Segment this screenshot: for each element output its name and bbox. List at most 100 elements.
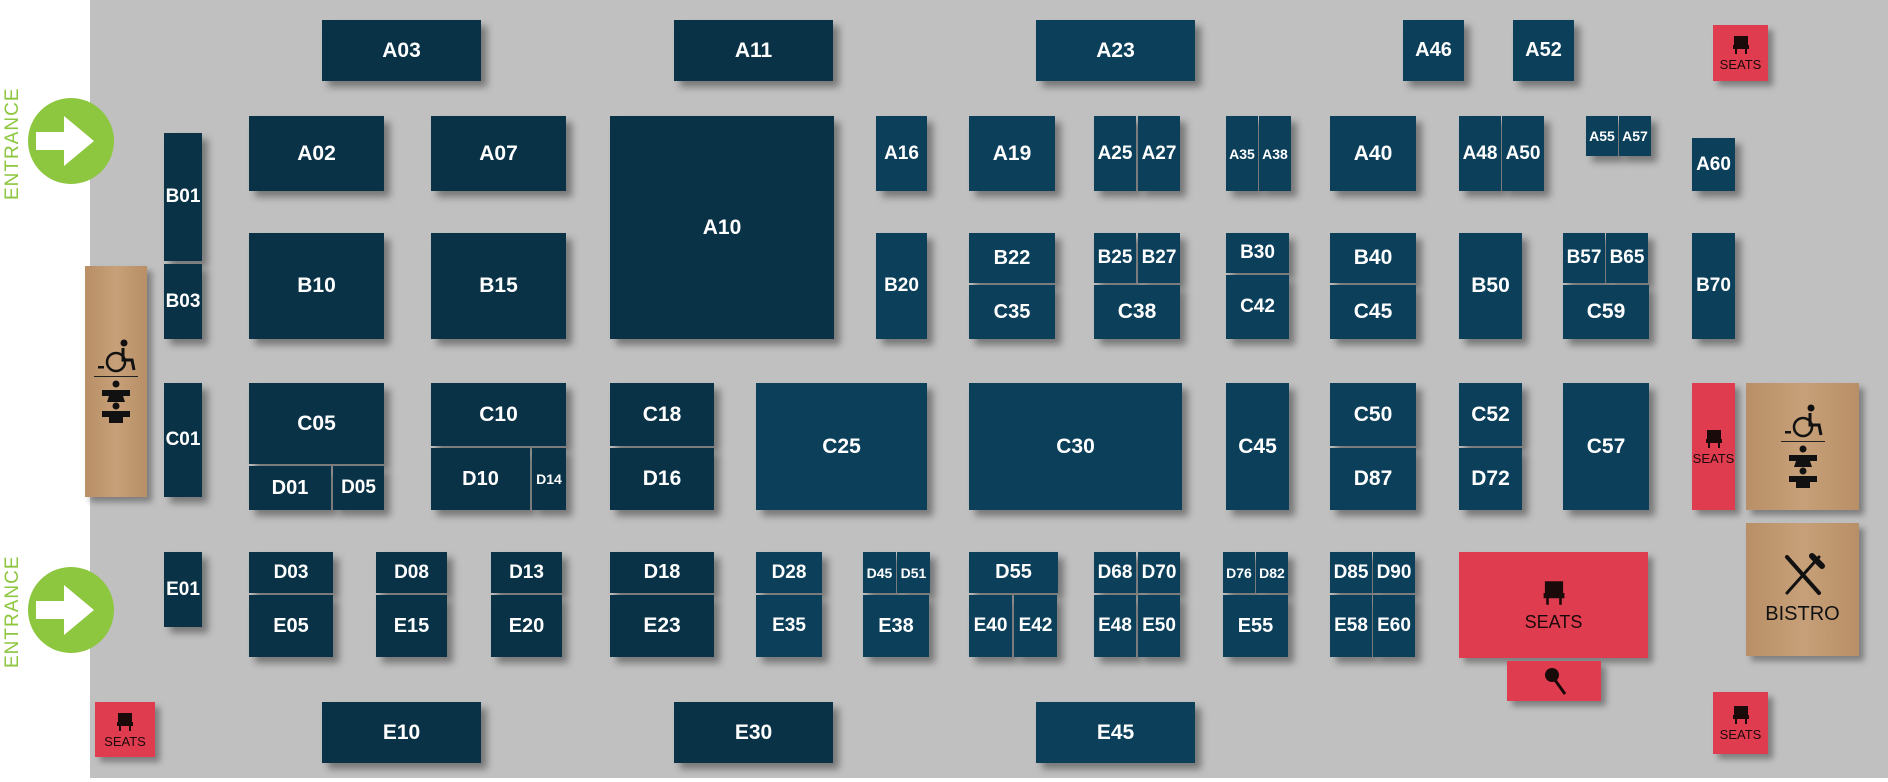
booth-e48[interactable]: E48 (1094, 595, 1136, 657)
booth-a25[interactable]: A25 (1094, 116, 1136, 191)
booth-d28[interactable]: D28 (756, 552, 822, 593)
entrance-arrow-icon[interactable] (28, 567, 114, 653)
booth-a52[interactable]: A52 (1513, 20, 1574, 81)
booth-d90[interactable]: D90 (1373, 552, 1415, 593)
booth-a55[interactable]: A55 (1586, 116, 1618, 156)
booth-b03[interactable]: B03 (164, 264, 202, 339)
booth-d05[interactable]: D05 (333, 466, 384, 510)
booth-d13[interactable]: D13 (491, 552, 562, 593)
bistro[interactable]: BISTRO (1746, 523, 1859, 656)
seats-area-top-right[interactable]: SEATS (1713, 25, 1768, 81)
booth-b22[interactable]: B22 (969, 233, 1055, 283)
booth-c01[interactable]: C01 (164, 383, 202, 497)
booth-a57[interactable]: A57 (1619, 116, 1651, 156)
booth-e42[interactable]: E42 (1014, 595, 1057, 657)
booth-d70[interactable]: D70 (1138, 552, 1180, 593)
booth-d45[interactable]: D45 (863, 552, 896, 593)
booth-a16[interactable]: A16 (876, 116, 927, 191)
chair-icon (1732, 36, 1749, 54)
booth-a19[interactable]: A19 (969, 116, 1055, 191)
booth-d18[interactable]: D18 (610, 552, 714, 593)
booth-d55[interactable]: D55 (969, 552, 1058, 593)
booth-c52[interactable]: C52 (1459, 383, 1522, 446)
booth-e30[interactable]: E30 (674, 702, 833, 763)
booth-c59[interactable]: C59 (1563, 285, 1649, 339)
booth-c45[interactable]: C45 (1226, 383, 1289, 510)
booth-e55[interactable]: E55 (1223, 595, 1288, 657)
booth-b65[interactable]: B65 (1606, 233, 1648, 283)
booth-d51[interactable]: D51 (897, 552, 930, 593)
booth-d03[interactable]: D03 (249, 552, 333, 593)
booth-e35[interactable]: E35 (756, 595, 822, 657)
seats-area-stage[interactable]: SEATS (1459, 552, 1648, 658)
booth-c57[interactable]: C57 (1563, 383, 1649, 510)
booth-e60[interactable]: E60 (1373, 595, 1415, 657)
booth-e40[interactable]: E40 (969, 595, 1012, 657)
booth-a35[interactable]: A35 (1226, 116, 1258, 191)
booth-e10[interactable]: E10 (322, 702, 481, 763)
booth-b57[interactable]: B57 (1563, 233, 1605, 283)
booth-a27[interactable]: A27 (1138, 116, 1180, 191)
booth-c30[interactable]: C30 (969, 383, 1182, 510)
seats-area-bottom-right[interactable]: SEATS (1713, 692, 1768, 754)
booth-c42[interactable]: C42 (1226, 275, 1289, 339)
booth-a02[interactable]: A02 (249, 116, 384, 191)
booth-e01[interactable]: E01 (164, 552, 202, 627)
booth-c35[interactable]: C35 (969, 285, 1055, 339)
booth-e38[interactable]: E38 (863, 595, 929, 657)
booth-d82[interactable]: D82 (1256, 552, 1288, 593)
booth-b50[interactable]: B50 (1459, 233, 1522, 339)
booth-a60[interactable]: A60 (1692, 138, 1735, 191)
booth-e20[interactable]: E20 (491, 595, 562, 657)
booth-c25[interactable]: C25 (756, 383, 927, 510)
booth-d08[interactable]: D08 (376, 552, 447, 593)
booth-e15[interactable]: E15 (376, 595, 447, 657)
booth-d01[interactable]: D01 (249, 466, 331, 510)
booth-c50[interactable]: C50 (1330, 383, 1416, 446)
booth-d16[interactable]: D16 (610, 448, 714, 510)
booth-e58[interactable]: E58 (1330, 595, 1372, 657)
booth-b30[interactable]: B30 (1226, 233, 1289, 273)
booth-a03[interactable]: A03 (322, 20, 481, 81)
booth-c10[interactable]: C10 (431, 383, 566, 446)
booth-d85[interactable]: D85 (1330, 552, 1372, 593)
booth-c45[interactable]: C45 (1330, 285, 1416, 339)
booth-d72[interactable]: D72 (1459, 448, 1522, 510)
booth-a50[interactable]: A50 (1502, 116, 1544, 191)
booth-d68[interactable]: D68 (1094, 552, 1136, 593)
entrance-arrow-icon[interactable] (28, 98, 114, 184)
booth-b70[interactable]: B70 (1692, 233, 1735, 339)
restrooms-right[interactable] (1746, 383, 1859, 510)
seats-area-right[interactable]: SEATS (1692, 383, 1735, 510)
booth-e05[interactable]: E05 (249, 595, 333, 657)
booth-b20[interactable]: B20 (876, 233, 927, 339)
booth-a40[interactable]: A40 (1330, 116, 1416, 191)
booth-a10[interactable]: A10 (610, 116, 834, 339)
booth-e50[interactable]: E50 (1138, 595, 1180, 657)
booth-a07[interactable]: A07 (431, 116, 566, 191)
booth-a11[interactable]: A11 (674, 20, 833, 81)
booth-d14[interactable]: D14 (532, 448, 566, 510)
booth-b25[interactable]: B25 (1094, 233, 1136, 283)
booth-e45[interactable]: E45 (1036, 702, 1195, 763)
stage[interactable] (1507, 661, 1601, 701)
booth-b27[interactable]: B27 (1138, 233, 1180, 283)
booth-b01[interactable]: B01 (164, 133, 202, 261)
booth-a46[interactable]: A46 (1403, 20, 1464, 81)
seats-area-bottom-left[interactable]: SEATS (95, 702, 155, 757)
booth-d10[interactable]: D10 (431, 448, 530, 510)
booth-a38[interactable]: A38 (1259, 116, 1291, 191)
seats-label: SEATS (1719, 57, 1762, 72)
booth-e23[interactable]: E23 (610, 595, 714, 657)
booth-d87[interactable]: D87 (1330, 448, 1416, 510)
booth-c18[interactable]: C18 (610, 383, 714, 446)
booth-c05[interactable]: C05 (249, 383, 384, 464)
booth-b10[interactable]: B10 (249, 233, 384, 339)
restrooms-left[interactable] (85, 266, 147, 497)
booth-b40[interactable]: B40 (1330, 233, 1416, 283)
booth-a23[interactable]: A23 (1036, 20, 1195, 81)
booth-d76[interactable]: D76 (1223, 552, 1255, 593)
booth-b15[interactable]: B15 (431, 233, 566, 339)
booth-c38[interactable]: C38 (1094, 285, 1180, 339)
booth-a48[interactable]: A48 (1459, 116, 1501, 191)
